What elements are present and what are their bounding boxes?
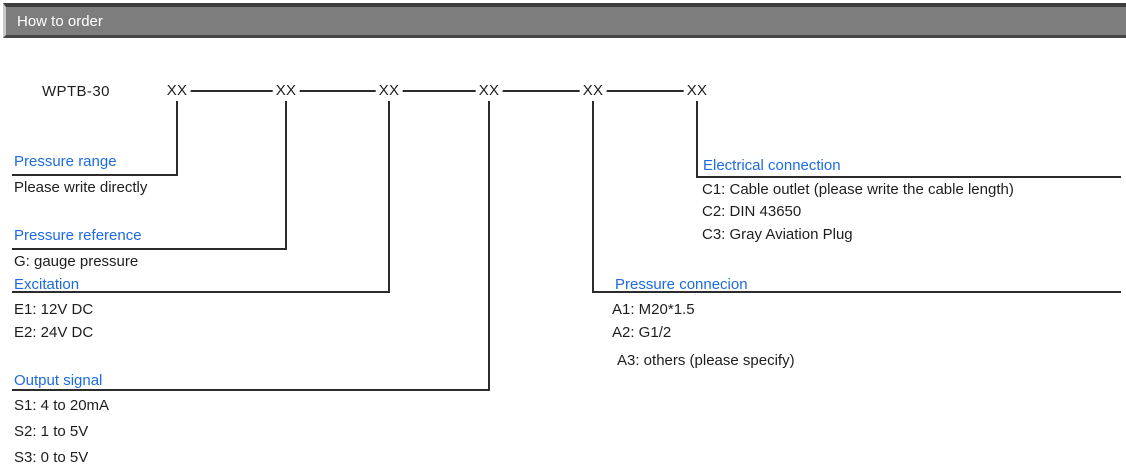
drop-line-pressure-reference [285,101,287,250]
option-pressure-connection-1: A1: M20*1.5 [612,301,695,318]
underline-pressure-range [12,174,178,176]
underline-electrical-connection [696,176,1121,178]
option-pressure-range-1: Please write directly [14,179,148,196]
model-code: WPTB-30 [42,83,110,100]
group-title-electrical-connection: Electrical connection [703,157,841,174]
section-header-bar: How to order [3,3,1126,38]
group-title-output-signal: Output signal [14,372,103,389]
order-code-connector-line [177,90,697,92]
underline-pressure-reference [12,248,287,250]
group-title-pressure-range: Pressure range [14,153,117,170]
drop-line-pressure-range [176,101,178,176]
option-electrical-connection-1: C1: Cable outlet (please write the cable… [702,181,1014,198]
underline-pressure-connection [592,291,1121,293]
drop-line-output-signal [488,101,490,391]
code-slot-3: XX [375,82,403,99]
option-pressure-connection-3: A3: others (please specify) [617,352,795,369]
option-pressure-reference-1: G: gauge pressure [14,253,139,270]
underline-excitation [12,291,390,293]
option-pressure-connection-2: A2: G1/2 [612,324,672,341]
code-slot-6: XX [683,82,711,99]
option-electrical-connection-3: C3: Gray Aviation Plug [702,226,853,243]
code-slot-4: XX [475,82,503,99]
group-title-excitation: Excitation [14,276,80,293]
option-excitation-1: E1: 12V DC [14,301,94,318]
code-slot-1: XX [163,82,191,99]
code-slot-2: XX [272,82,300,99]
option-output-signal-3: S3: 0 to 5V [14,449,89,466]
code-slot-5: XX [579,82,607,99]
option-output-signal-2: S2: 1 to 5V [14,423,89,440]
drop-line-pressure-connection [592,101,594,293]
group-title-pressure-reference: Pressure reference [14,227,142,244]
drop-line-excitation [388,101,390,293]
underline-output-signal [12,389,490,391]
option-output-signal-1: S1: 4 to 20mA [14,397,110,414]
option-electrical-connection-2: C2: DIN 43650 [702,203,802,220]
drop-line-electrical-connection [696,101,698,178]
section-title: How to order [17,12,103,30]
option-excitation-2: E2: 24V DC [14,324,94,341]
group-title-pressure-connection: Pressure connecion [615,276,748,293]
